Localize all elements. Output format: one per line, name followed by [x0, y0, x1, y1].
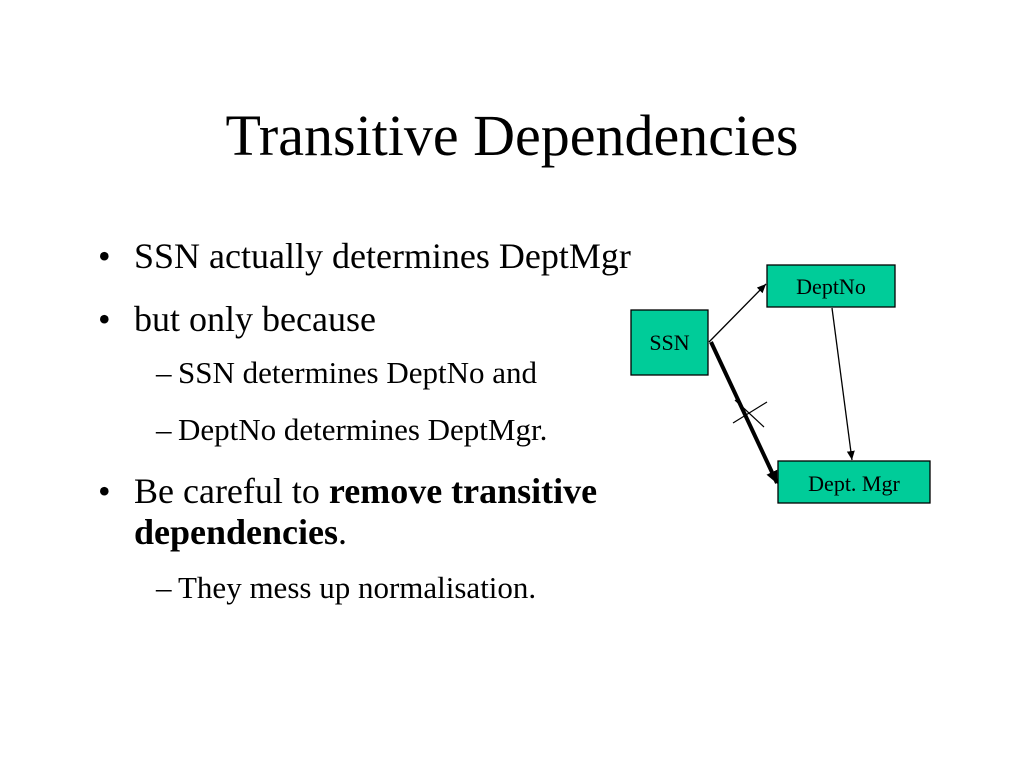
node-ssn [630, 309, 709, 376]
node-deptno-label: DeptNo [796, 274, 866, 299]
arrow-ssn-to-deptno [708, 283, 767, 343]
node-deptmgr [777, 460, 931, 504]
dash-marker: – [156, 355, 172, 390]
bullet-marker: • [98, 299, 111, 339]
bullet-item: • but only because – SSN determines Dept… [98, 299, 658, 449]
node-ssn-label: SSN [649, 330, 689, 355]
slide-title: Transitive Dependencies [225, 103, 799, 168]
sub-bullet-item: – SSN determines DeptNo and [134, 354, 658, 392]
sub-bullet-item: – DeptNo determines DeptMgr. [134, 411, 658, 449]
bullet-item: • Be careful to remove transitive depend… [98, 471, 658, 607]
bullet-text-end: . [338, 512, 348, 552]
dependency-diagram: SSN DeptNo Dept. Mgr [630, 264, 931, 504]
node-deptno [766, 264, 896, 308]
bullet-text: SSN actually determines DeptMgr [134, 236, 631, 276]
arrow-ssn-to-deptmgr [709, 341, 779, 484]
sub-bullet-list: – SSN determines DeptNo and – DeptNo det… [134, 354, 658, 449]
dash-marker: – [156, 570, 172, 605]
bullet-emphasis: remove transitive dependencies [134, 471, 598, 552]
strike-mark [732, 401, 768, 424]
dash-marker: – [156, 412, 172, 447]
bullet-item: • SSN actually determines DeptMgr [98, 236, 658, 277]
arrow-deptno-to-deptmgr [831, 307, 855, 461]
bullet-marker: • [98, 471, 111, 511]
sub-bullet-text: SSN determines DeptNo and [178, 355, 538, 390]
sub-bullet-item: – They mess up normalisation. [134, 569, 658, 607]
bullet-marker: • [98, 236, 111, 276]
bullet-list: • SSN actually determines DeptMgr • but … [98, 236, 658, 629]
bullet-text: but only because [134, 299, 376, 339]
bullet-text: Be careful to [134, 471, 329, 511]
strike-mark [734, 399, 765, 428]
sub-bullet-text: DeptNo determines DeptMgr. [178, 412, 548, 447]
sub-bullet-list: – They mess up normalisation. [134, 569, 658, 607]
sub-bullet-text: They mess up normalisation. [178, 570, 537, 605]
node-deptmgr-label: Dept. Mgr [808, 471, 900, 496]
